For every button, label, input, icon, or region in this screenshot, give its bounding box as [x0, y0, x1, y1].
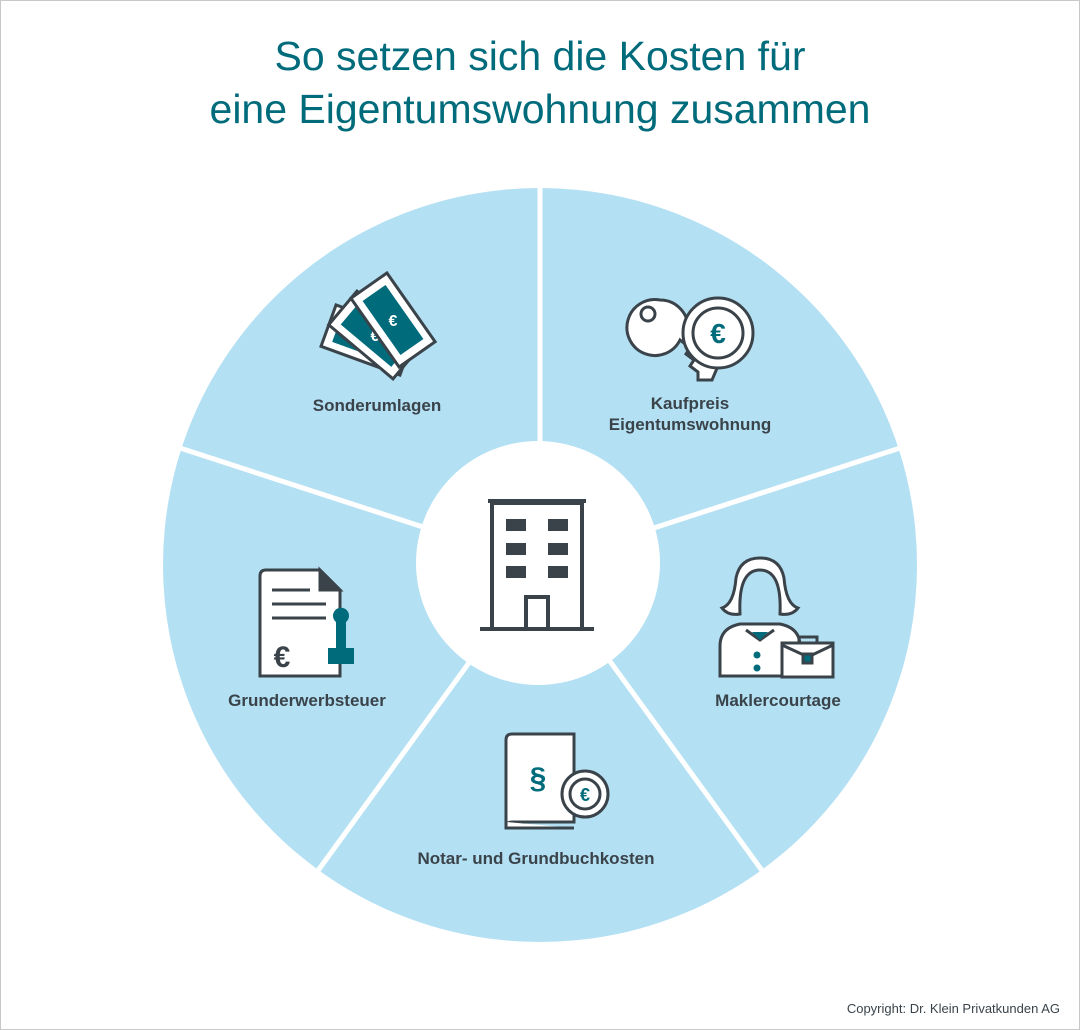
svg-text:€: €: [710, 318, 726, 349]
label-sonderumlagen: Sonderumlagen: [312, 396, 442, 415]
label-kaufpreis-line2: Eigentumswohnung: [608, 415, 772, 434]
copyright: Copyright: Dr. Klein Privatkunden AG: [846, 1001, 1060, 1016]
page-title: So setzen sich die Kosten für eine Eigen…: [0, 30, 1080, 136]
document-stamp-icon: €: [258, 566, 354, 678]
svg-text:€: €: [371, 328, 380, 345]
banknotes-icon: € €: [319, 270, 438, 381]
svg-text:€: €: [274, 641, 291, 674]
label-grunderwerbsteuer: Grunderwerbsteuer: [228, 691, 386, 710]
svg-text:§: §: [530, 762, 547, 795]
label-kaufpreis-line1: Kaufpreis: [650, 394, 730, 413]
key-coin-icon: €: [625, 296, 755, 382]
center-circle: [416, 441, 660, 685]
label-notar-grundbuchkosten: Notar- und Grundbuchkosten: [417, 849, 655, 868]
label-kaufpreis: Kaufpreis Eigentumswohnung: [609, 393, 771, 435]
law-book-coin-icon: § €: [504, 732, 610, 830]
svg-text:€: €: [389, 313, 398, 330]
title-line-2: eine Eigentumswohnung zusammen: [209, 86, 871, 132]
label-maklercourtage: Maklercourtage: [715, 691, 841, 710]
svg-text:€: €: [580, 785, 590, 805]
apartment-building-icon: [480, 499, 594, 631]
realtor-briefcase-icon: [718, 556, 835, 679]
title-line-1: So setzen sich die Kosten für: [274, 33, 806, 79]
